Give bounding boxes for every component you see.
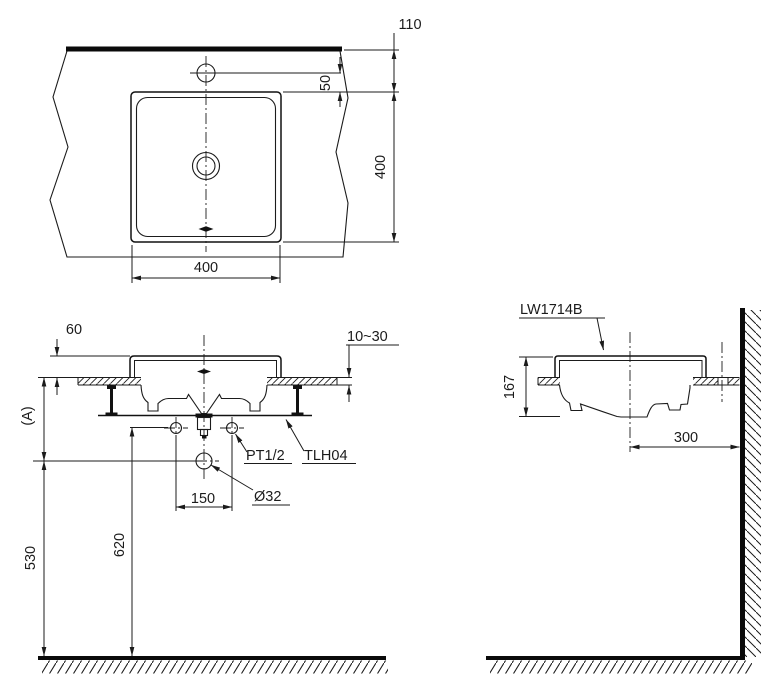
leader-dia32: [210, 464, 254, 491]
model-label: LW1714B: [520, 302, 583, 318]
leader-model: [596, 317, 605, 351]
front-rim-inner-line: [134, 360, 277, 377]
drain-diameter-label: Ø32: [254, 489, 281, 505]
dim-620-label: 620: [112, 533, 128, 557]
side-counter-lines: [537, 377, 740, 386]
dim-530-label: 530: [23, 546, 39, 570]
side-counter-left: [538, 377, 560, 385]
side-bowl-profile: [558, 384, 691, 418]
leader-tlh04: [285, 419, 305, 452]
plan-view: 110 400 50 400: [49, 17, 422, 283]
counter-break-outline: [49, 50, 349, 258]
wall-hatch: [745, 310, 761, 657]
side-counter-right: [693, 377, 718, 385]
dim-400-vertical-label: 400: [373, 155, 389, 179]
front-rim-outline: [129, 355, 282, 378]
bolt-foot-left: [105, 412, 118, 416]
dim-167-label: 167: [502, 375, 518, 399]
counter-section-left: [78, 377, 141, 385]
mounting-kit-label: TLH04: [304, 448, 348, 464]
bolt-foot-right: [291, 412, 304, 416]
front-drain-mark: [197, 369, 211, 374]
dim-110-label: 110: [398, 17, 421, 33]
dim-60-label: 60: [66, 322, 82, 338]
floor-hatch-front: [42, 660, 388, 674]
overflow-mark: [198, 226, 214, 232]
bolt-nut-right: [293, 385, 302, 389]
leader-pt12: [235, 433, 248, 453]
dim-400-horizontal-label: 400: [194, 260, 218, 276]
drain-inner-circle: [196, 156, 216, 176]
drain-outer-circle: [191, 151, 221, 181]
side-rim-inner-line: [559, 360, 703, 377]
dim-50-label: 50: [318, 75, 334, 91]
drain-tip: [202, 435, 207, 439]
dim-300-label: 300: [674, 430, 698, 446]
drain-flange: [195, 413, 213, 418]
counter-section-right: [267, 377, 337, 385]
dim-150-label: 150: [191, 491, 215, 507]
supply-thread-label: PT1/2: [246, 448, 285, 464]
floor-hatch-side: [490, 660, 752, 674]
side-counter-wall-piece: [728, 377, 740, 385]
dim-counter-thickness-label: 10~30: [347, 329, 388, 345]
dim-A-label: (A): [20, 406, 36, 425]
front-view: 150 PT1/2 TLH04 Ø32 60 10~30 (A) 530 620: [20, 322, 399, 674]
side-rim-outline: [554, 355, 707, 378]
bolt-nut-left: [107, 385, 116, 389]
counter-section-lines: [77, 377, 352, 386]
faucet-hole: [196, 63, 216, 83]
side-view: LW1714B 167 300: [486, 302, 761, 674]
